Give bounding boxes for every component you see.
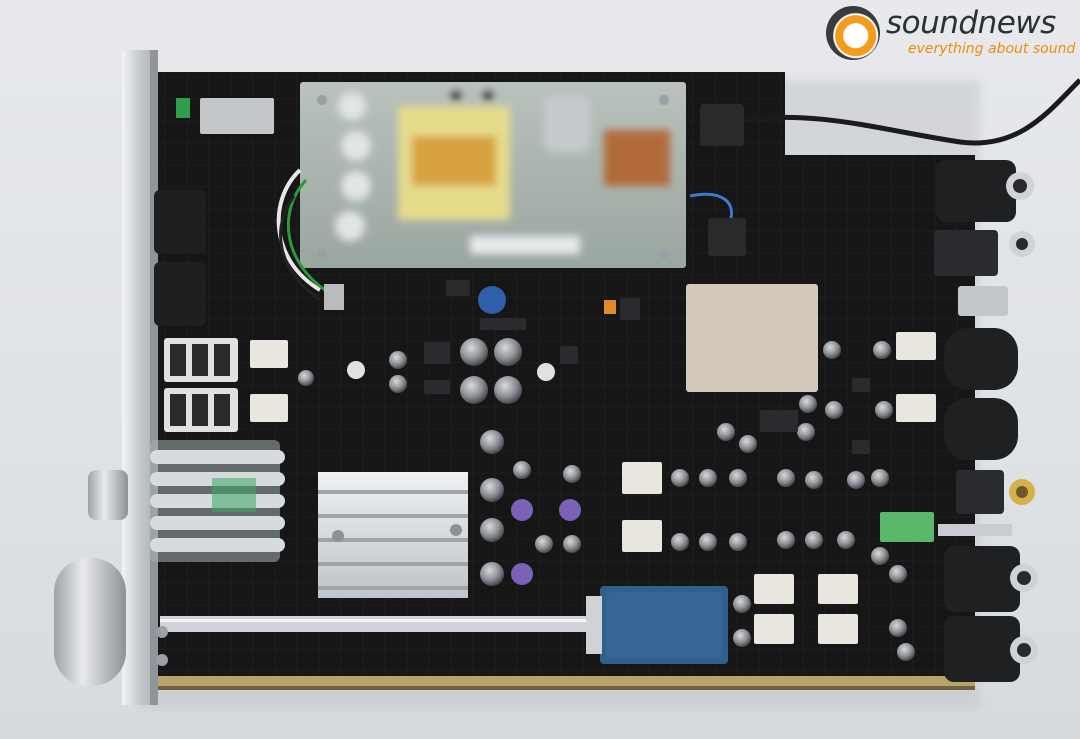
pot-shaft bbox=[160, 616, 600, 632]
front-jacks bbox=[154, 98, 274, 432]
selector-switch-stack bbox=[150, 440, 285, 562]
relays bbox=[250, 332, 936, 644]
power-cable bbox=[739, 78, 1080, 146]
green-terminal bbox=[880, 512, 934, 542]
rear-connectors bbox=[934, 160, 1038, 682]
watermark-logo: soundnews everything about sound bbox=[826, 2, 1080, 64]
front-panel bbox=[122, 50, 154, 705]
capacitors bbox=[298, 286, 915, 661]
heatsink bbox=[318, 472, 468, 598]
dsp-shield bbox=[686, 284, 818, 392]
ics bbox=[324, 280, 870, 454]
logo-tagline: everything about sound bbox=[908, 41, 1076, 57]
screws bbox=[156, 95, 669, 666]
power-supply-module bbox=[300, 82, 686, 268]
pcb-gold-edge bbox=[150, 676, 975, 686]
logo-name: soundnews bbox=[886, 5, 1056, 41]
volume-knob bbox=[54, 558, 126, 686]
logo-icon bbox=[826, 6, 880, 60]
